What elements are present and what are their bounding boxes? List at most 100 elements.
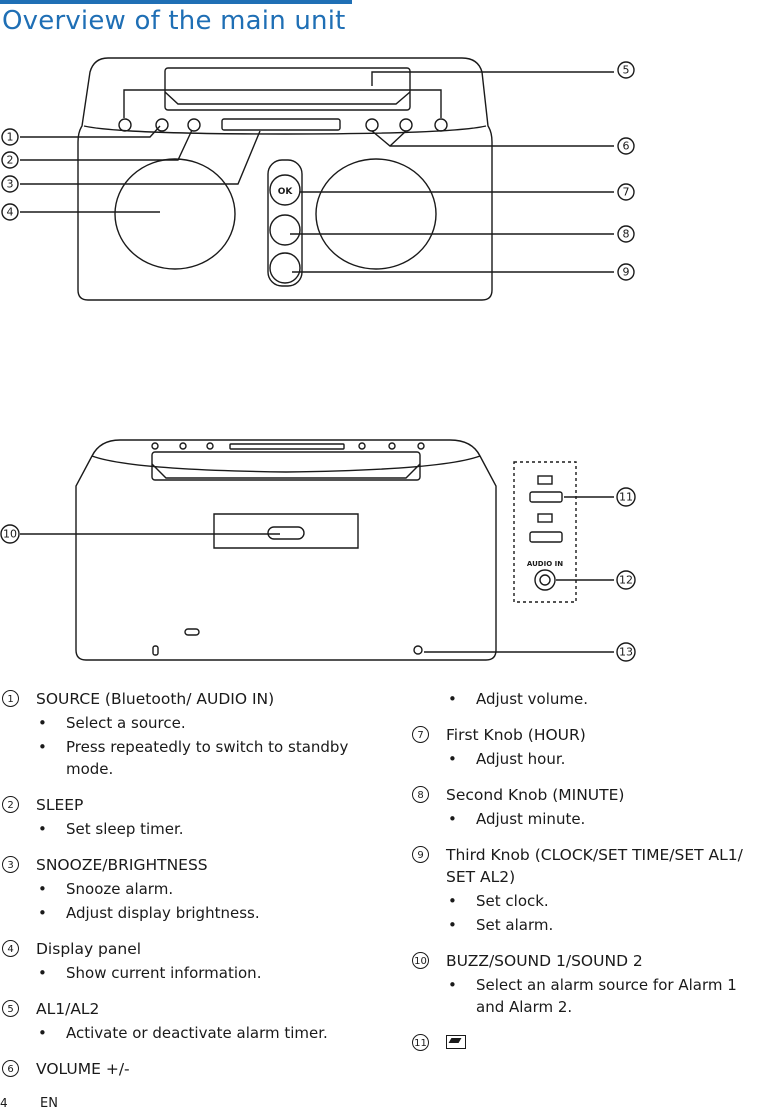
bullet-text: Adjust display brightness. (36, 902, 352, 924)
item-heading (446, 1032, 760, 1054)
list-item: 9 Third Knob (CLOCK/SET TIME/SET AL1/ SE… (412, 844, 760, 936)
item-number: 6 (2, 1060, 19, 1077)
front-button-2 (155, 118, 169, 132)
svg-text:1: 1 (7, 131, 14, 144)
item-heading: SNOOZE/BRIGHTNESS (36, 856, 208, 874)
item-heading: BUZZ/SOUND 1/SOUND 2 (446, 952, 643, 970)
list-item: 11 (412, 1032, 760, 1054)
svg-text:5: 5 (623, 64, 630, 77)
item-heading: AL1/AL2 (36, 1000, 100, 1018)
svg-text:3: 3 (7, 178, 14, 191)
item-heading: SLEEP (36, 796, 84, 814)
front-view-diagram: OK (20, 57, 614, 301)
bullet-text: Press repeatedly to switch to standby mo… (36, 736, 352, 780)
bullet-text: Activate or deactivate alarm timer. (36, 1022, 352, 1044)
list-item: 5 AL1/AL2 Activate or deactivate alarm t… (2, 998, 352, 1044)
battery-charge-icon (446, 1035, 466, 1049)
item-number: 9 (412, 846, 429, 863)
svg-text:13: 13 (619, 646, 633, 659)
bullet-text: Set sleep timer. (36, 818, 352, 840)
bullet-text: Snooze alarm. (36, 878, 352, 900)
item-heading: VOLUME +/- (36, 1060, 130, 1078)
left-speaker-outline (114, 158, 236, 270)
item-number: 8 (412, 786, 429, 803)
callout-11: 11 (616, 487, 636, 507)
callout-5: 5 (617, 61, 635, 79)
callout-12: 12 (616, 570, 636, 590)
list-item: 1 SOURCE (Bluetooth/ AUDIO IN) Select a … (2, 688, 352, 780)
list-item: 3 SNOOZE/BRIGHTNESS Snooze alarm. Adjust… (2, 854, 352, 924)
audio-in-jack (534, 569, 556, 591)
item-heading: Third Knob (CLOCK/SET TIME/SET AL1/ SET … (446, 846, 743, 886)
callout-6: 6 (617, 137, 635, 155)
list-item: 6 VOLUME +/- (2, 1058, 352, 1080)
svg-text:8: 8 (623, 228, 630, 241)
left-column: 1 SOURCE (Bluetooth/ AUDIO IN) Select a … (2, 688, 352, 1080)
page-number: 4 (0, 1096, 8, 1110)
page-title: Overview of the main unit (2, 6, 346, 36)
item-heading: Second Knob (MINUTE) (446, 786, 625, 804)
callout-10: 10 (0, 524, 20, 544)
list-item: 10 BUZZ/SOUND 1/SOUND 2 Select an alarm … (412, 950, 760, 1018)
usb-charge-port-2 (529, 531, 563, 543)
callout-7: 7 (617, 183, 635, 201)
ok-knob (269, 174, 301, 206)
front-button-6b (399, 118, 413, 132)
item-number: 5 (2, 1000, 19, 1017)
right-speaker-outline (315, 158, 437, 270)
top-accent-rule (0, 0, 352, 4)
bullet-text: Adjust minute. (446, 808, 760, 830)
back-view-diagram: AUDIO IN (20, 439, 614, 661)
audio-in-label: AUDIO IN (527, 560, 563, 568)
list-item: 7 First Knob (HOUR) Adjust hour. (412, 724, 760, 770)
list-item: 2 SLEEP Set sleep timer. (2, 794, 352, 840)
callout-8: 8 (617, 225, 635, 243)
callout-3: 3 (1, 175, 19, 193)
item-heading: First Knob (HOUR) (446, 726, 586, 744)
list-item: 8 Second Knob (MINUTE) Adjust minute. (412, 784, 760, 830)
list-item: 4 Display panel Show current information… (2, 938, 352, 984)
callout-2: 2 (1, 151, 19, 169)
callout-1: 1 (1, 128, 19, 146)
unit-diagrams: OK AUDIO IN (0, 57, 636, 662)
front-button-5 (434, 118, 448, 132)
bullet-text: Show current information. (36, 962, 352, 984)
item-number: 4 (2, 940, 19, 957)
callout-4: 4 (1, 203, 19, 221)
svg-text:10: 10 (3, 528, 17, 541)
second-knob (269, 214, 301, 246)
bullet-text: Adjust volume. (446, 688, 760, 710)
item-heading: SOURCE (Bluetooth/ AUDIO IN) (36, 690, 275, 708)
right-column: Adjust volume. 7 First Knob (HOUR) Adjus… (412, 686, 760, 1054)
item-number: 1 (2, 690, 19, 707)
bullet-text: Set clock. (446, 890, 760, 912)
callout-13: 13 (616, 642, 636, 662)
svg-text:9: 9 (623, 266, 630, 279)
callout-9: 9 (617, 263, 635, 281)
language-code: EN (40, 1096, 58, 1111)
front-button-6a (365, 118, 379, 132)
svg-text:12: 12 (619, 574, 633, 587)
front-button-3 (187, 118, 201, 132)
third-knob (269, 252, 301, 284)
svg-text:6: 6 (623, 140, 630, 153)
svg-text:7: 7 (623, 186, 630, 199)
bullet-text: Select an alarm source for Alarm 1 and A… (446, 974, 760, 1018)
item-number: 10 (412, 952, 429, 969)
callout-markers: 1 2 3 4 5 6 7 8 9 10 11 12 13 (0, 61, 636, 662)
item-number: 3 (2, 856, 19, 873)
item-number: 2 (2, 796, 19, 813)
front-button-1 (118, 118, 132, 132)
item-heading: Display panel (36, 940, 142, 958)
item-number: 7 (412, 726, 429, 743)
item-number: 11 (412, 1034, 429, 1051)
svg-text:2: 2 (7, 154, 14, 167)
buzz-switch (267, 526, 305, 540)
bullet-text: Adjust hour. (446, 748, 760, 770)
ok-label: OK (278, 187, 294, 197)
svg-text:4: 4 (7, 206, 14, 219)
bullet-text: Set alarm. (446, 914, 760, 936)
usb-charge-port-1 (529, 491, 563, 503)
svg-text:11: 11 (619, 491, 633, 504)
bullet-text: Select a source. (36, 712, 352, 734)
